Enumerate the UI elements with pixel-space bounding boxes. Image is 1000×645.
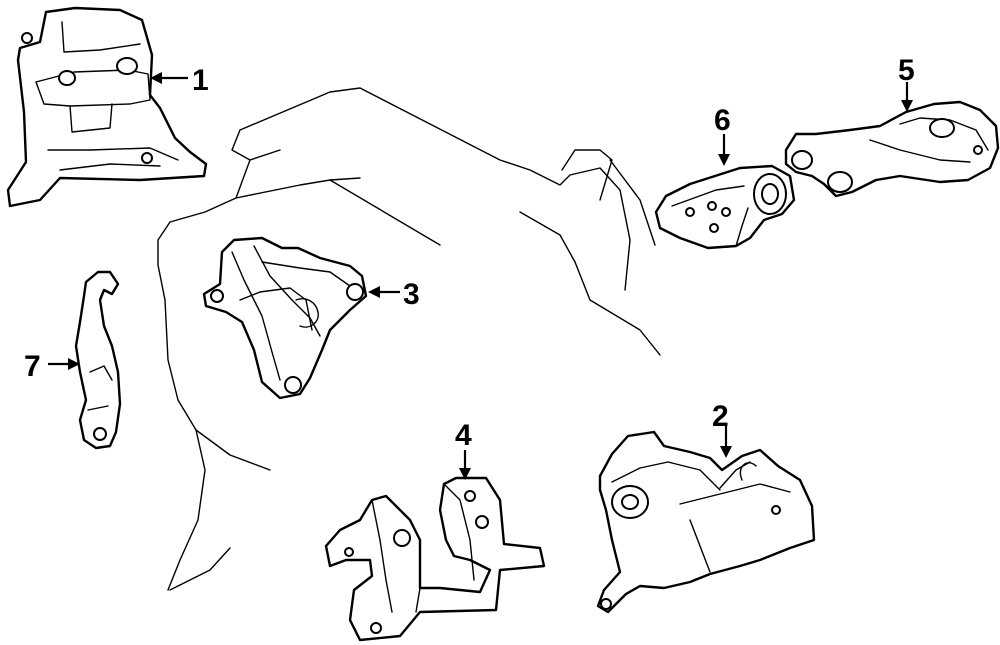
part-3-mount-bracket: [202, 236, 368, 400]
part-6-mount-block: [654, 164, 796, 250]
callout-label-5: 5: [898, 54, 915, 87]
part-2-transmission-mount: [596, 430, 816, 614]
callout-label-2: 2: [712, 400, 729, 433]
callout-label-3: 3: [403, 278, 420, 311]
part-7-hook-bracket: [74, 270, 122, 450]
part-4-bracket: [324, 476, 546, 642]
callout-arrows: [48, 72, 913, 480]
callout-label-6: 6: [714, 104, 731, 137]
callout-label-1: 1: [192, 64, 209, 97]
engine-block-outline: [157, 87, 661, 591]
callout-label-7: 7: [24, 350, 41, 383]
part-1-engine-mount: [6, 6, 208, 208]
part-5-torque-rod: [784, 100, 1000, 198]
callout-label-4: 4: [455, 419, 472, 452]
